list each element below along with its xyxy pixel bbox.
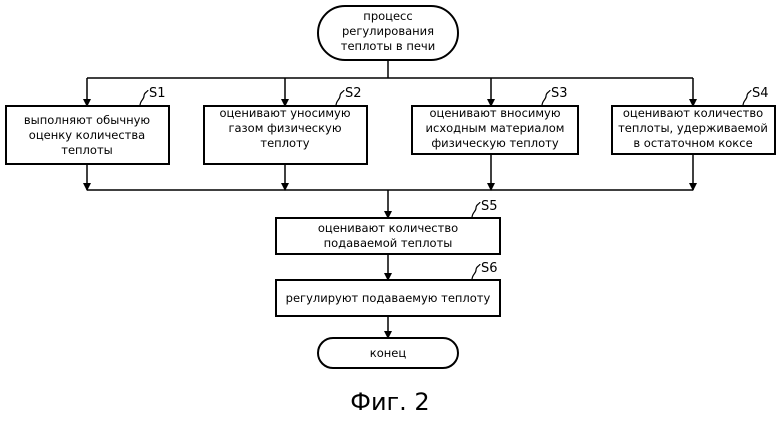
step-s2-line-3: теплоту <box>260 136 309 150</box>
step-s3-line-3: физическую теплоту <box>431 136 559 150</box>
step-box-s3: S3 оценивают вносимую исходным материало… <box>412 86 578 154</box>
step-s5-leader <box>472 202 480 218</box>
step-s3-leader <box>542 90 550 106</box>
step-s4-line-2: теплоты, удерживаемой <box>618 121 768 135</box>
start-label-line-1: процесс <box>363 9 412 23</box>
step-s2-leader <box>336 90 344 106</box>
step-s4-id: S4 <box>752 86 769 101</box>
step-s4-line-3: в остаточном коксе <box>633 136 752 150</box>
start-terminator: процесс регулирования теплоты в печи <box>318 6 458 60</box>
end-label: конец <box>370 346 407 360</box>
step-s1-line-3: теплоты <box>61 143 112 157</box>
step-s1-line-1: выполняют обычную <box>24 113 151 127</box>
step-s2-line-2: газом физическую <box>228 121 341 135</box>
start-label-line-3: теплоты в печи <box>341 39 435 53</box>
figure-caption: Фиг. 2 <box>350 388 429 416</box>
step-s3-id: S3 <box>551 86 568 101</box>
step-s1-id: S1 <box>149 86 166 101</box>
step-s6-leader <box>472 264 480 280</box>
start-label-line-2: регулирования <box>342 24 434 38</box>
step-s5-line-2: подаваемой теплоты <box>324 236 453 250</box>
step-s2-id: S2 <box>345 86 362 101</box>
step-s1-line-2: оценку количества <box>29 128 145 142</box>
step-s3-line-2: исходным материалом <box>426 121 565 135</box>
step-s6-id: S6 <box>481 261 498 276</box>
step-s3-line-1: оценивают вносимую <box>429 106 560 120</box>
step-s4-line-1: оценивают количество <box>623 106 763 120</box>
step-s2-line-1: оценивают уносимую <box>219 106 350 120</box>
step-s1-leader <box>140 90 148 106</box>
step-s5-id: S5 <box>481 199 498 214</box>
step-s5-line-1: оценивают количество <box>318 221 458 235</box>
end-terminator: конец <box>318 338 458 368</box>
step-s6-line-1: регулируют подаваемую теплоту <box>286 291 491 305</box>
step-s4-leader <box>743 90 751 106</box>
